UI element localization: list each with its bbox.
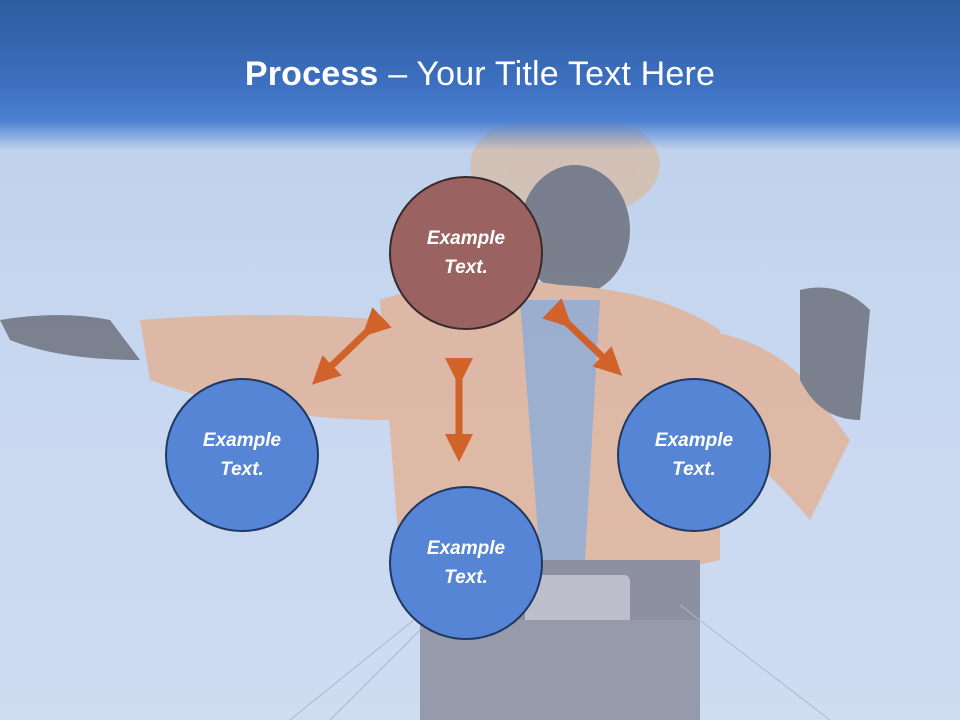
node-left-label: Example Text. [202,430,282,480]
node-top-label: Example Text. [426,228,506,278]
title-bold: Process [244,55,379,93]
arrow-top-left [311,307,392,385]
slide-title[interactable]: Process – Your Title Text Here [0,52,960,96]
node-bottom[interactable]: Example Text. [389,486,543,640]
node-bottom-label: Example Text. [426,538,506,588]
title-band [0,0,960,150]
node-top[interactable]: Example Text. [389,176,543,330]
arrow-top-right [542,298,623,376]
node-right-label: Example Text. [654,430,734,480]
node-right[interactable]: Example Text. [617,378,771,532]
title-rest: – Your Title Text Here [378,55,716,93]
node-left[interactable]: Example Text. [165,378,319,532]
